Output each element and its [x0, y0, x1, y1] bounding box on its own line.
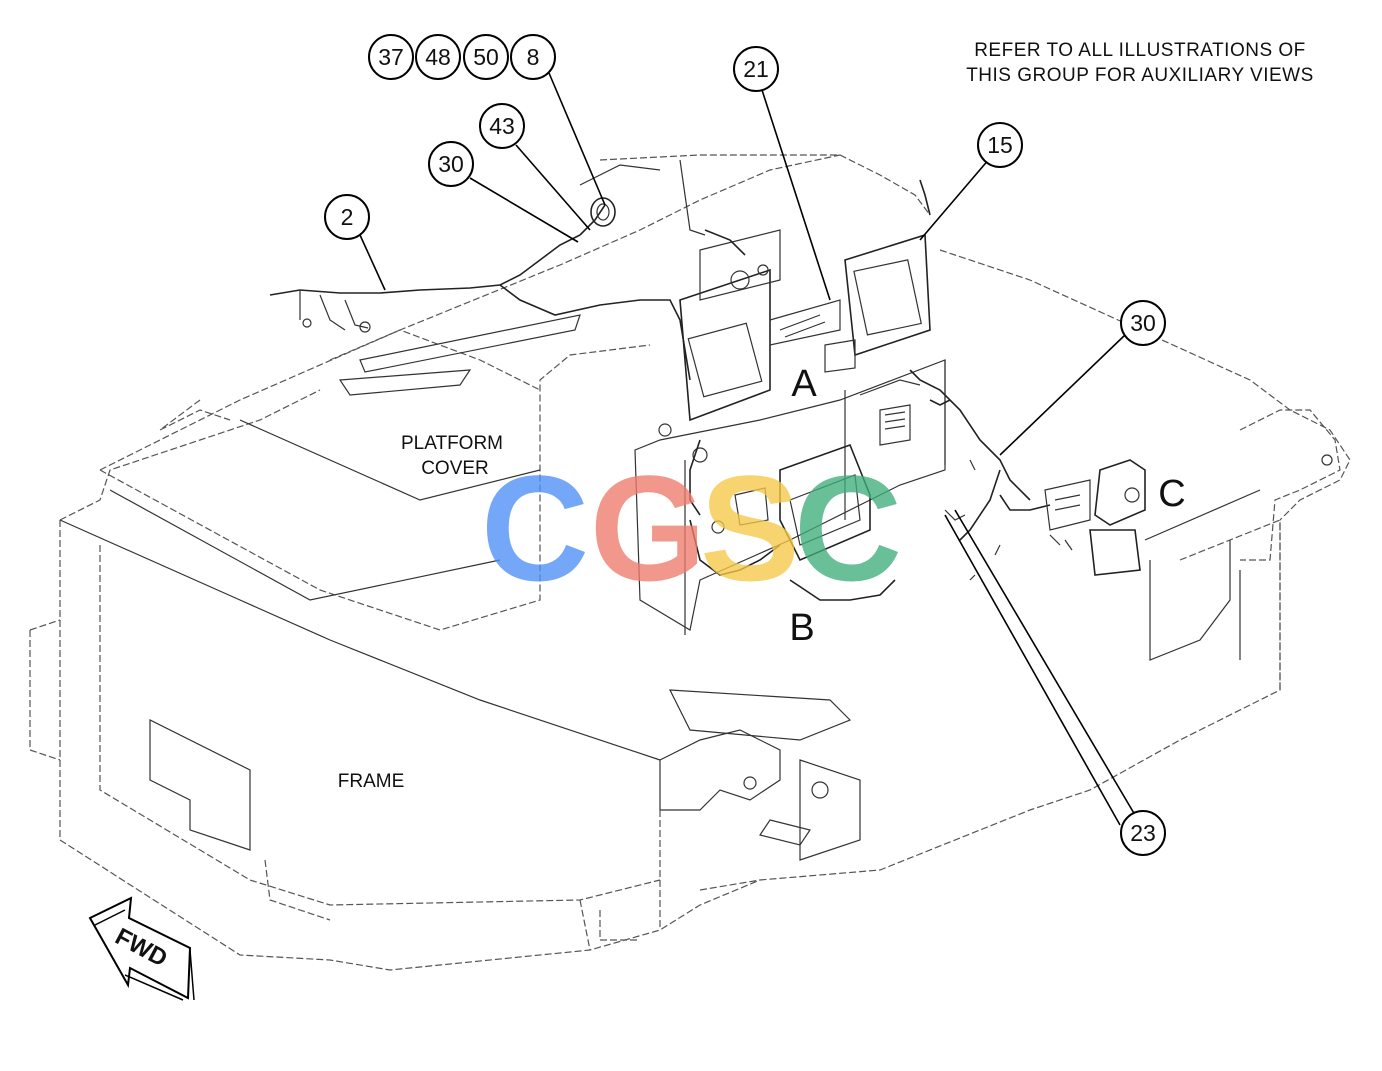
platform-cover-outline [99, 154, 931, 631]
watermark: C G S C [481, 444, 902, 612]
callout-21[interactable]: 21 [733, 46, 779, 92]
callout-50-number: 50 [473, 44, 499, 70]
leader-lines [359, 72, 1136, 826]
callout-21-number: 21 [743, 56, 769, 82]
callout-43-number: 43 [489, 113, 515, 139]
callout-23[interactable]: 23 [1120, 810, 1166, 856]
platform-cover-label-line-2: COVER [421, 458, 489, 479]
callout-2-number: 2 [341, 204, 354, 230]
callout-48-number: 48 [425, 44, 451, 70]
frame-outline [29, 389, 1281, 971]
watermark-letter-3: S [700, 444, 800, 612]
callout-48[interactable]: 48 [415, 34, 461, 80]
view-label-a: A [791, 363, 817, 405]
platform-cover-label-line-1: PLATFORM [401, 433, 503, 454]
front-bracket-outline [659, 689, 861, 930]
watermark-letter-2: G [590, 444, 707, 612]
callout-30-top[interactable]: 30 [428, 141, 474, 187]
callout-50[interactable]: 50 [463, 34, 509, 80]
frame-label: FRAME [338, 771, 405, 792]
note-line-2: THIS GROUP FOR AUXILIARY VIEWS [966, 65, 1314, 86]
electrical-panel [634, 229, 946, 635]
callout-37[interactable]: 37 [368, 34, 414, 80]
right-deck-outline [939, 249, 1351, 690]
view-label-c: C [1158, 473, 1185, 515]
callout-30-right-number: 30 [1130, 310, 1156, 336]
callout-15[interactable]: 15 [977, 122, 1023, 168]
forward-arrow-icon: FWD [88, 896, 195, 1001]
callout-43[interactable]: 43 [479, 103, 525, 149]
wire-harness [269, 179, 1051, 601]
watermark-letter-1: C [481, 444, 589, 612]
callout-37-number: 37 [378, 44, 404, 70]
view-label-b: B [789, 607, 814, 649]
callout-30-top-number: 30 [438, 151, 464, 177]
callout-2[interactable]: 2 [324, 194, 370, 240]
note-line-1: REFER TO ALL ILLUSTRATIONS OF [974, 40, 1306, 61]
callout-30-right[interactable]: 30 [1120, 300, 1166, 346]
callout-23-number: 23 [1130, 820, 1156, 846]
callout-8-number: 8 [527, 44, 540, 70]
watermark-letter-4: C [794, 444, 902, 612]
callout-8[interactable]: 8 [510, 34, 556, 80]
relay-assembly [1044, 459, 1261, 576]
callout-15-number: 15 [987, 132, 1013, 158]
